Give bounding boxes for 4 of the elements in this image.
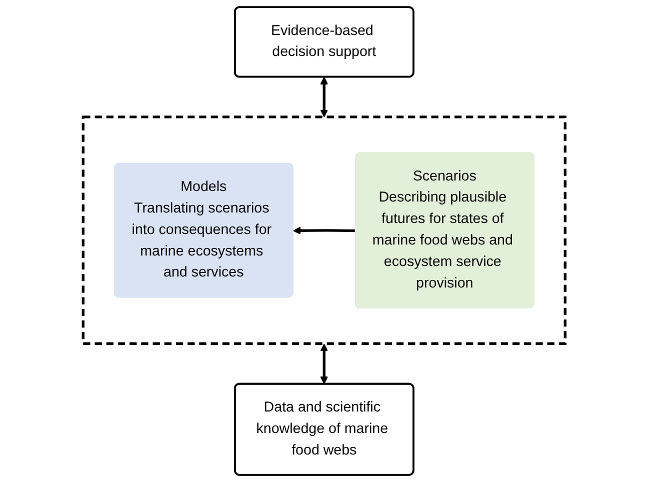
arrow: [320, 344, 328, 384]
cluster: [82, 116, 567, 345]
arrow: [293, 226, 356, 235]
arrow: [320, 76, 328, 118]
